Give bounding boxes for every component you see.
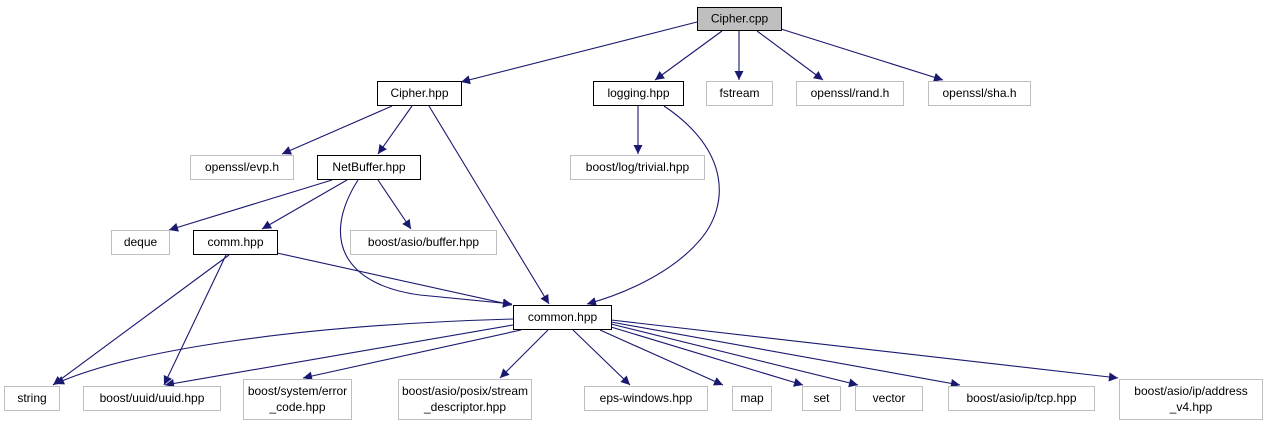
edge-comm-hpp-to-common-hpp xyxy=(276,252,513,308)
node-cipher-hpp[interactable]: Cipher.hpp xyxy=(377,81,462,106)
node-label: openssl/rand.h xyxy=(811,86,890,100)
node-netbuffer-hpp[interactable]: NetBuffer.hpp xyxy=(317,155,421,180)
node-boost-asio-posix: boost/asio/posix/stream _descriptor.hpp xyxy=(398,379,532,420)
edge-cipher-cpp-to-logging-hpp xyxy=(654,30,723,81)
node-vector: vector xyxy=(855,386,923,411)
edge-common-hpp-to-boost-uuid xyxy=(164,324,514,388)
edge-common-hpp-to-eps-windows xyxy=(572,329,631,386)
edge-cipher-hpp-to-netbuffer-hpp xyxy=(377,105,413,155)
node-openssl-evp: openssl/evp.h xyxy=(190,155,294,180)
edge-comm-hpp-to-boost-uuid xyxy=(163,254,227,386)
node-box xyxy=(948,386,1095,411)
node-box xyxy=(593,81,684,106)
edge-common-hpp-to-boost-asio-addr xyxy=(610,319,1119,382)
node-box xyxy=(706,81,773,106)
node-common-hpp[interactable]: common.hpp xyxy=(513,305,612,330)
node-box xyxy=(83,386,221,411)
node-box xyxy=(584,386,708,411)
node-label: string xyxy=(17,391,46,405)
node-label: _v4.hpp xyxy=(1169,400,1213,414)
edge-cipher-cpp-to-openssl-rand xyxy=(756,30,824,81)
node-box xyxy=(855,386,923,411)
node-label: eps-windows.hpp xyxy=(600,391,693,405)
node-set: set xyxy=(802,386,841,411)
node-label: boost/asio/ip/tcp.hpp xyxy=(966,391,1076,405)
node-box xyxy=(802,386,841,411)
edge-netbuffer-hpp-to-deque xyxy=(168,179,333,232)
edge-common-hpp-to-boost-asio-tcp xyxy=(610,321,961,388)
node-label: openssl/sha.h xyxy=(942,86,1016,100)
node-label: logging.hpp xyxy=(607,86,669,100)
node-boost-system-error: boost/system/error _code.hpp xyxy=(243,379,352,420)
node-box xyxy=(732,386,772,411)
node-label: NetBuffer.hpp xyxy=(332,160,405,174)
node-box xyxy=(193,230,278,255)
node-label: boost/log/trivial.hpp xyxy=(586,160,690,174)
edge-common-hpp-to-boost-system-error xyxy=(302,329,522,381)
node-box xyxy=(697,7,782,31)
node-box xyxy=(513,305,612,330)
edge-logging-hpp-to-common-hpp xyxy=(586,105,720,306)
edge-netbuffer-hpp-to-boost-asio-buffer xyxy=(377,179,412,230)
node-box xyxy=(570,155,705,180)
node-box xyxy=(398,379,532,420)
node-box xyxy=(243,379,352,420)
edge-cipher-cpp-to-openssl-sha xyxy=(780,28,944,82)
node-label: Cipher.cpp xyxy=(711,12,769,26)
node-openssl-sha: openssl/sha.h xyxy=(928,81,1031,106)
node-box xyxy=(111,230,170,255)
node-boost-asio-tcp: boost/asio/ip/tcp.hpp xyxy=(948,386,1095,411)
node-cipher-cpp[interactable]: Cipher.cpp xyxy=(697,7,782,31)
edge-cipher-cpp-to-cipher-hpp xyxy=(460,21,698,85)
node-label: vector xyxy=(873,391,906,405)
edge-common-hpp-to-set xyxy=(610,326,804,387)
node-box xyxy=(350,230,497,255)
edge-cipher-hpp-to-openssl-evp xyxy=(281,105,393,155)
node-label: map xyxy=(740,391,764,405)
node-eps-windows: eps-windows.hpp xyxy=(584,386,708,411)
edge-common-hpp-to-boost-asio-posix xyxy=(499,329,549,379)
node-boost-log-trivial: boost/log/trivial.hpp xyxy=(570,155,705,180)
edge-netbuffer-hpp-to-common-hpp xyxy=(339,179,513,308)
node-label: _code.hpp xyxy=(268,400,325,414)
node-label: Cipher.hpp xyxy=(390,86,448,100)
node-boost-uuid: boost/uuid/uuid.hpp xyxy=(83,386,221,411)
node-label: openssl/evp.h xyxy=(205,160,279,174)
edge-common-hpp-to-string xyxy=(54,318,514,385)
node-label: set xyxy=(813,391,830,405)
node-boost-asio-buffer: boost/asio/buffer.hpp xyxy=(350,230,497,255)
node-string: string xyxy=(4,386,60,411)
edge-common-hpp-to-map xyxy=(599,329,724,386)
node-label: boost/asio/ip/address xyxy=(1134,384,1247,398)
node-boost-asio-addr: boost/asio/ip/address _v4.hpp xyxy=(1119,379,1263,420)
node-label: boost/asio/posix/stream xyxy=(402,384,528,398)
node-fstream: fstream xyxy=(706,81,773,106)
node-label: boost/uuid/uuid.hpp xyxy=(100,391,205,405)
node-box xyxy=(1119,379,1263,420)
node-box xyxy=(4,386,60,411)
node-map: map xyxy=(732,386,772,411)
edge-netbuffer-hpp-to-comm-hpp xyxy=(261,179,348,230)
node-comm-hpp[interactable]: comm.hpp xyxy=(193,230,278,255)
node-deque: deque xyxy=(111,230,170,255)
node-label: common.hpp xyxy=(528,310,598,324)
node-box xyxy=(796,81,904,106)
node-label: fstream xyxy=(719,86,759,100)
edge-cipher-hpp-to-common-hpp xyxy=(428,105,550,305)
node-openssl-rand: openssl/rand.h xyxy=(796,81,904,106)
node-label: deque xyxy=(124,235,158,249)
node-box xyxy=(377,81,462,106)
node-label: comm.hpp xyxy=(207,235,263,249)
node-box xyxy=(317,155,421,180)
node-logging-hpp[interactable]: logging.hpp xyxy=(593,81,684,106)
node-box xyxy=(190,155,294,180)
edge-comm-hpp-to-string xyxy=(52,254,230,386)
node-label: boost/asio/buffer.hpp xyxy=(368,235,480,249)
edge-common-hpp-to-vector xyxy=(610,323,859,388)
node-label: _descriptor.hpp xyxy=(423,400,506,414)
node-box xyxy=(928,81,1031,106)
node-label: boost/system/error xyxy=(248,384,347,398)
